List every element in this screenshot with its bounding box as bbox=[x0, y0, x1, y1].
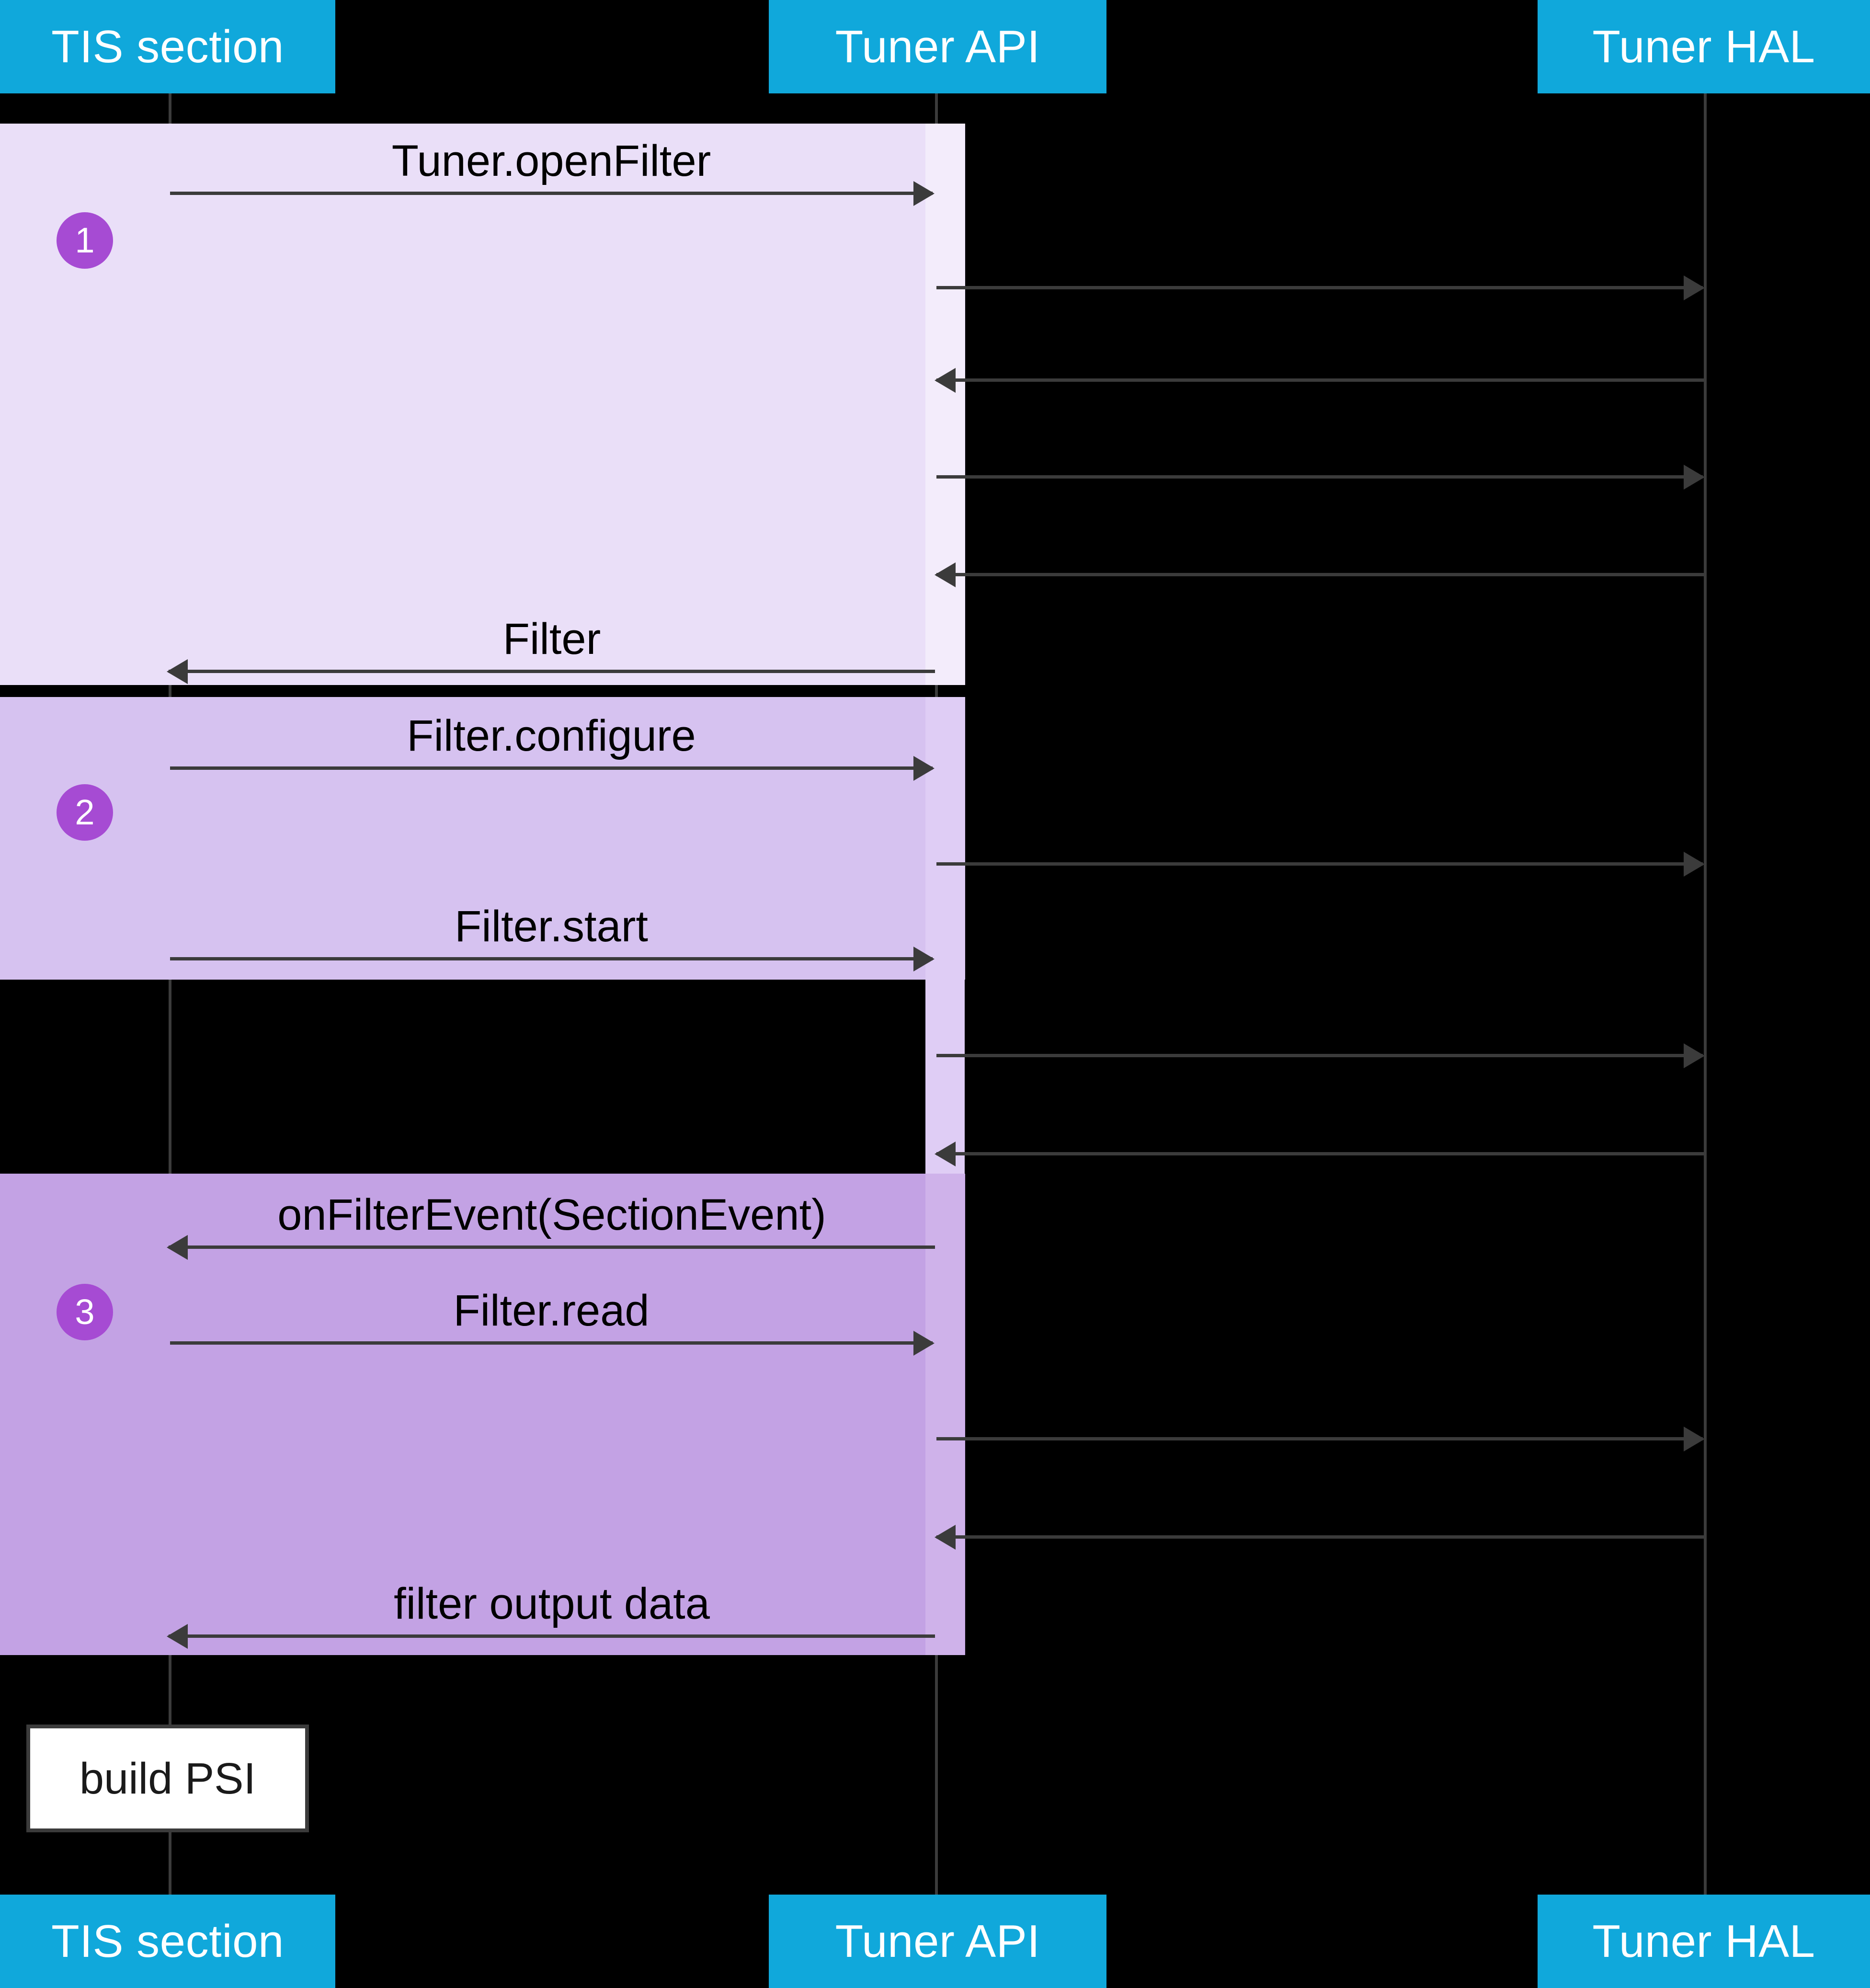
fragment-1-step-number: 1 bbox=[75, 220, 95, 260]
lifeline-footer-tuner-hal[interactable]: Tuner HAL bbox=[1538, 1895, 1870, 1988]
note-build-psi[interactable]: build PSI bbox=[26, 1725, 309, 1832]
lifeline-header-label: TIS section bbox=[51, 21, 284, 72]
arrowhead-right-icon bbox=[1684, 465, 1705, 490]
arrowhead-right-icon bbox=[913, 756, 935, 781]
arrowhead-left-icon bbox=[167, 659, 188, 684]
arrowhead-right-icon bbox=[913, 1331, 935, 1356]
message-label: onFilterEvent(SectionEvent) bbox=[277, 1190, 826, 1239]
message-line bbox=[936, 286, 1703, 289]
activation-bar-tuner-api-1 bbox=[925, 124, 965, 685]
message-label: Tuner.openFilter bbox=[391, 137, 711, 185]
lifeline-footer-label: Tuner HAL bbox=[1592, 1915, 1815, 1967]
note-label: build PSI bbox=[79, 1754, 256, 1803]
message-label: Filter.read bbox=[453, 1286, 650, 1335]
lifeline-header-tis-section[interactable]: TIS section bbox=[0, 0, 335, 93]
lifeline-line-tis-section bbox=[169, 93, 171, 1895]
message-line bbox=[936, 1437, 1703, 1440]
arrowhead-right-icon bbox=[913, 947, 935, 971]
activation-bar-tuner-api-4 bbox=[925, 1174, 965, 1655]
arrowhead-left-icon bbox=[167, 1624, 188, 1649]
message-line bbox=[169, 1634, 935, 1638]
arrowhead-right-icon bbox=[1684, 852, 1705, 877]
message-line bbox=[936, 475, 1703, 479]
fragment-3-step-badge: 3 bbox=[57, 1284, 113, 1340]
arrowhead-right-icon bbox=[1684, 275, 1705, 300]
message-line bbox=[169, 1245, 935, 1249]
message-label: Filter.start bbox=[455, 902, 648, 951]
lifeline-header-tuner-hal[interactable]: Tuner HAL bbox=[1538, 0, 1870, 93]
fragment-2-region bbox=[0, 697, 965, 980]
lifeline-footer-tuner-api[interactable]: Tuner API bbox=[769, 1895, 1106, 1988]
message-line bbox=[170, 1341, 933, 1345]
message-label: filter output data bbox=[394, 1579, 710, 1628]
arrowhead-right-icon bbox=[1684, 1043, 1705, 1068]
fragment-2-step-badge: 2 bbox=[57, 784, 113, 841]
arrowhead-left-icon bbox=[935, 562, 956, 587]
message-line bbox=[936, 862, 1703, 866]
arrowhead-left-icon bbox=[935, 1525, 956, 1550]
fragment-3-step-number: 3 bbox=[75, 1292, 95, 1332]
fragment-2-step-number: 2 bbox=[75, 792, 95, 832]
message-label: Filter.configure bbox=[407, 711, 696, 760]
arrowhead-left-icon bbox=[167, 1235, 188, 1260]
message-line bbox=[936, 573, 1705, 576]
lifeline-footer-label: Tuner API bbox=[835, 1915, 1040, 1967]
activation-bar-tuner-api-2 bbox=[925, 697, 965, 980]
arrowhead-left-icon bbox=[935, 1142, 956, 1166]
message-line bbox=[936, 1054, 1703, 1057]
arrowhead-right-icon bbox=[913, 181, 935, 206]
message-line bbox=[170, 766, 933, 770]
lifeline-line-tuner-hal bbox=[1704, 93, 1707, 1895]
lifeline-header-label: Tuner HAL bbox=[1592, 21, 1815, 72]
fragment-3-region bbox=[0, 1174, 965, 1655]
fragment-3-fill bbox=[0, 1174, 965, 1655]
message-line bbox=[936, 378, 1705, 382]
lifeline-footer-tis-section[interactable]: TIS section bbox=[0, 1895, 335, 1988]
fragment-1-step-badge: 1 bbox=[57, 212, 113, 269]
activation-bar-tuner-api-3 bbox=[925, 980, 965, 1174]
message-line bbox=[936, 1152, 1705, 1155]
lifeline-header-tuner-api[interactable]: Tuner API bbox=[769, 0, 1106, 93]
arrowhead-right-icon bbox=[1684, 1427, 1705, 1451]
message-label: Filter bbox=[502, 615, 601, 663]
arrowhead-left-icon bbox=[935, 368, 956, 393]
message-line bbox=[169, 670, 935, 673]
fragment-1-fill bbox=[0, 124, 965, 685]
message-line bbox=[170, 192, 933, 195]
fragment-2-fill bbox=[0, 697, 965, 980]
message-line bbox=[170, 957, 933, 960]
lifeline-footer-label: TIS section bbox=[51, 1915, 284, 1967]
message-line bbox=[936, 1535, 1705, 1539]
lifeline-header-label: Tuner API bbox=[835, 21, 1040, 72]
fragment-1-region bbox=[0, 124, 965, 685]
